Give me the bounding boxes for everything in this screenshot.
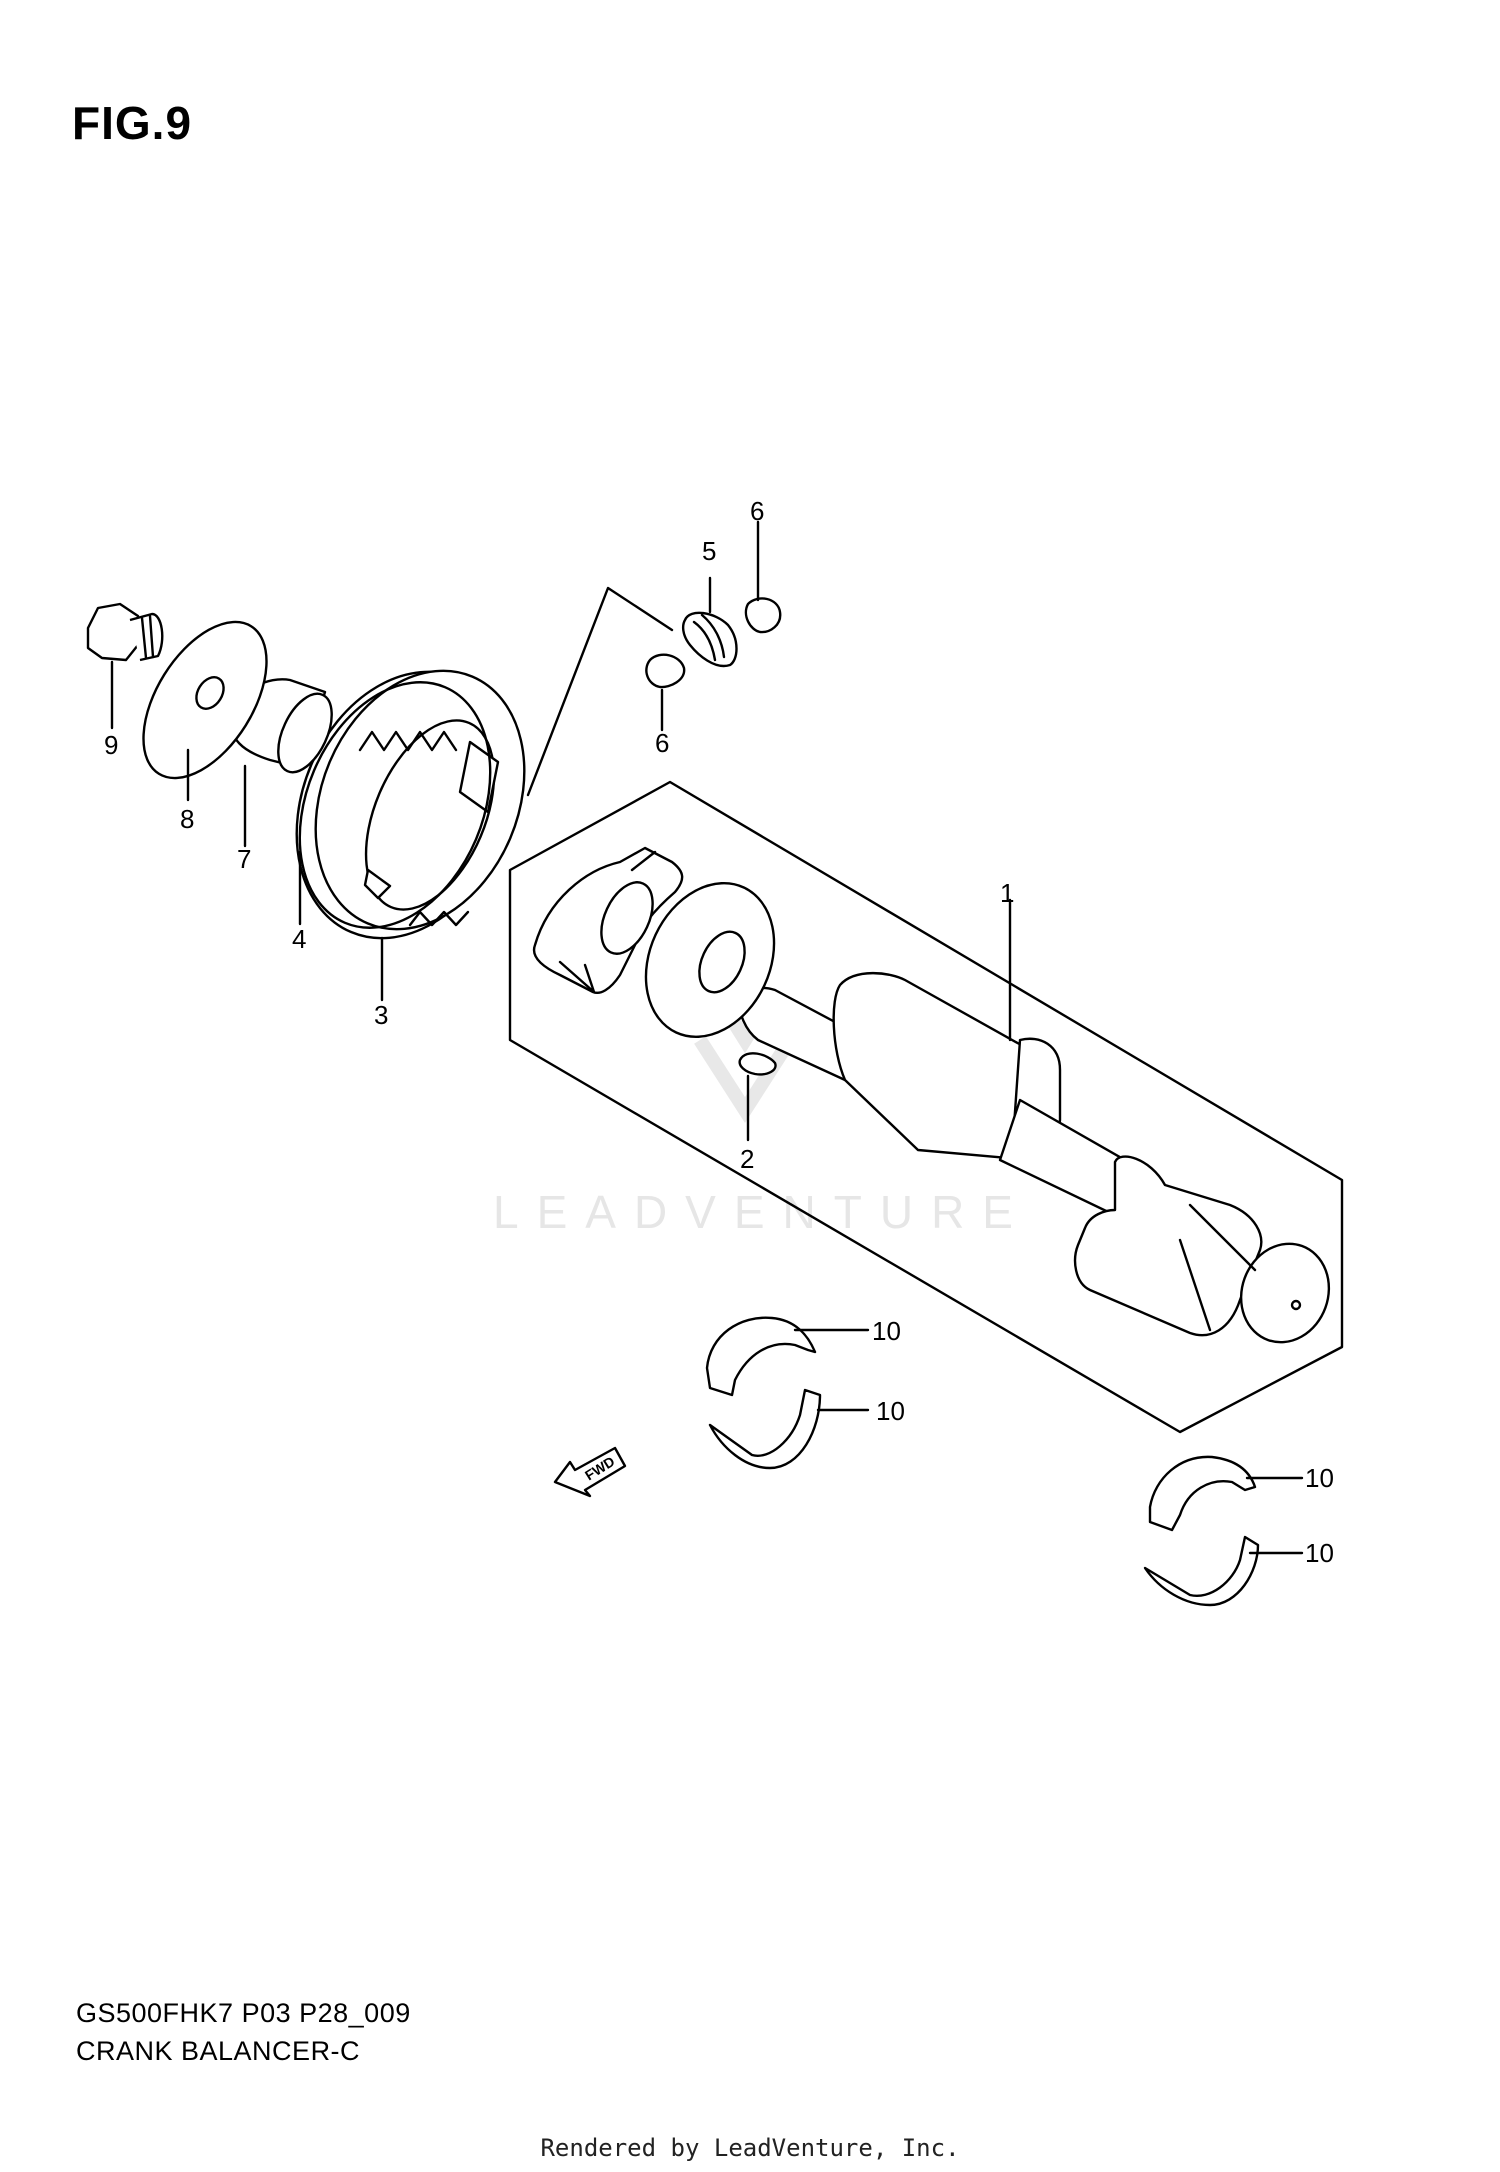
callout-10-a: 10 <box>872 1316 901 1346</box>
bearing-shell-upper-1 <box>705 1316 817 1397</box>
callout-4: 4 <box>292 924 306 954</box>
bolt <box>86 602 164 662</box>
washer <box>142 620 268 780</box>
callout-6-top: 6 <box>750 496 764 526</box>
callout-10-b: 10 <box>876 1396 905 1426</box>
bearing-shell-lower-2 <box>1143 1535 1260 1607</box>
bearing-shell-upper-2 <box>1148 1455 1257 1532</box>
rendered-by: Rendered by LeadVenture, Inc. <box>540 2134 960 2162</box>
assembly-box <box>508 780 1344 1434</box>
callout-1: 1 <box>1000 878 1014 908</box>
figure-title: FIG.9 <box>72 97 193 149</box>
model-code: GS500FHK7 P03 P28_009 <box>76 1998 411 2028</box>
fwd-arrow-icon: FWD <box>553 1446 627 1498</box>
bearing-shell-lower-1 <box>708 1388 822 1470</box>
callout-5: 5 <box>702 536 716 566</box>
callout-10-d: 10 <box>1305 1538 1334 1568</box>
balancer-shaft <box>738 971 1331 1344</box>
spring <box>681 611 738 668</box>
callout-2: 2 <box>740 1144 754 1174</box>
callout-8: 8 <box>180 804 194 834</box>
watermark: LEADVENTURE <box>493 1186 1031 1238</box>
callout-10-c: 10 <box>1305 1463 1334 1493</box>
balancer-coupling <box>532 846 684 994</box>
callout-3: 3 <box>374 1000 388 1030</box>
callout-9: 9 <box>104 730 118 760</box>
balancer-washer <box>644 881 776 1039</box>
callout-6-bottom: 6 <box>655 728 669 758</box>
plunger-rear <box>645 653 686 689</box>
section-name: CRANK BALANCER-C <box>76 2036 361 2066</box>
o-ring <box>298 681 492 929</box>
callout-7: 7 <box>237 844 251 874</box>
key <box>738 1052 777 1076</box>
plunger-front <box>744 597 782 634</box>
leader-lines <box>110 520 1304 1555</box>
